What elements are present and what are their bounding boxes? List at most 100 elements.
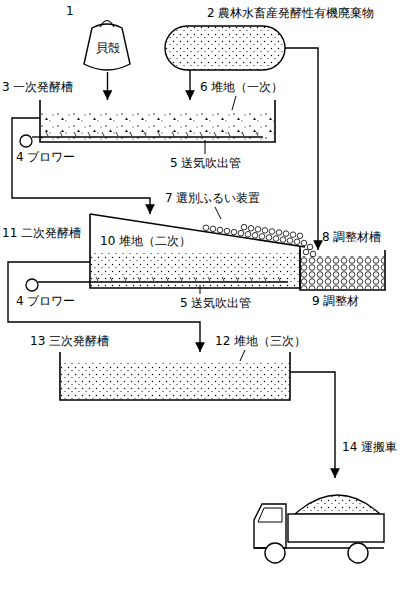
air-outlet — [144, 132, 146, 136]
node-heading: 11 二次発酵槽 — [2, 226, 81, 240]
air-outlet — [278, 277, 280, 281]
compost-heap — [91, 252, 299, 287]
truck-load — [295, 495, 380, 514]
pebble — [276, 230, 282, 236]
air-outlet — [214, 132, 216, 136]
flow-arrow — [189, 70, 190, 100]
part-label: 5 送気吹出管 — [180, 296, 251, 310]
air-outlet — [116, 132, 118, 136]
tank-wall — [60, 352, 290, 400]
pebble — [210, 226, 216, 232]
pebble — [301, 240, 307, 246]
node-outline — [165, 26, 285, 70]
compost-heap — [301, 256, 384, 289]
adjust-material-tank: 8 調整材槽 — [300, 250, 385, 290]
air-outlet — [250, 277, 252, 281]
part-label: 6 堆地（一次） — [200, 80, 283, 94]
pebble — [231, 229, 237, 235]
blower-symbol — [26, 279, 38, 291]
tank-wall — [300, 250, 385, 290]
pebble — [269, 229, 275, 235]
pebble — [224, 228, 230, 234]
tank-wall — [90, 214, 300, 288]
leader-line — [215, 207, 221, 219]
leader-line — [240, 350, 245, 361]
air-outlet — [130, 132, 132, 136]
node-heading: 3 一次発酵槽 — [2, 80, 73, 94]
blower-symbol — [20, 135, 32, 147]
air-outlet — [60, 132, 62, 136]
pebble — [245, 231, 251, 237]
truck: 14 運搬車 — [250, 478, 385, 565]
pebble — [262, 228, 268, 234]
air-outlet — [208, 277, 210, 281]
pebble — [273, 236, 279, 242]
node-heading: 2 農林水畜産発酵性有機廃棄物 — [207, 6, 374, 20]
air-outlet — [242, 132, 244, 136]
truck-bed — [288, 514, 384, 542]
pebble — [297, 233, 303, 239]
air-outlet — [194, 277, 196, 281]
node-heading: 14 運搬車 — [342, 440, 397, 454]
node-outline — [60, 352, 290, 400]
pebble — [252, 233, 258, 239]
pebble — [203, 225, 209, 231]
pebble — [310, 251, 316, 257]
sack-outline — [84, 24, 130, 70]
fermentation-tank: 11 二次発酵槽 — [90, 214, 300, 288]
pebbles — [203, 224, 316, 256]
pebble — [283, 231, 289, 237]
air-outlet — [236, 277, 238, 281]
node-outline — [300, 250, 385, 290]
air-outlet — [256, 132, 258, 136]
part-label: 7 選別ふるい装置 — [165, 191, 260, 205]
air-outlet — [74, 132, 76, 136]
part-label: 4 ブロワー — [16, 294, 75, 308]
compost-heap — [61, 362, 289, 399]
pebble — [255, 227, 261, 233]
fermentation-tank: 13 三次発酵槽 — [60, 352, 290, 400]
air-outlet — [102, 132, 104, 136]
pebble — [307, 244, 313, 250]
air-outlet — [166, 277, 168, 281]
waste-capsule: 2 農林水畜産発酵性有機廃棄物 — [165, 26, 285, 70]
shell-sack: 1貝殻 — [80, 18, 135, 72]
part-label: 12 堆地（三次） — [215, 334, 306, 348]
air-pipe — [38, 281, 90, 282]
air-pipe — [90, 281, 288, 282]
part-label: 10 堆地（二次） — [100, 234, 191, 248]
flow-arrow — [285, 48, 318, 250]
air-outlet — [124, 277, 126, 281]
compost-heap — [41, 112, 274, 141]
node-heading: 13 三次発酵槽 — [30, 334, 109, 348]
air-outlet — [96, 277, 98, 281]
air-outlet — [180, 277, 182, 281]
pebble — [290, 232, 296, 238]
node-outline — [90, 214, 300, 288]
air-outlet — [264, 277, 266, 281]
tank-wall — [40, 100, 275, 142]
air-outlet — [200, 132, 202, 136]
flow-arrow — [107, 72, 108, 100]
leader-line — [232, 96, 236, 110]
air-outlet — [88, 132, 90, 136]
pebble — [241, 224, 247, 230]
air-outlet — [172, 132, 174, 136]
truck-window — [258, 508, 282, 522]
pebble — [287, 238, 293, 244]
part-label: 5 送気吹出管 — [170, 156, 241, 170]
truck-wheel — [265, 543, 285, 563]
air-outlet — [228, 132, 230, 136]
air-outlet — [152, 277, 154, 281]
pebble — [303, 249, 309, 255]
air-outlet — [158, 132, 160, 136]
air-outlet — [46, 132, 48, 136]
part-label: 9 調整材 — [312, 294, 359, 308]
air-outlet — [222, 277, 224, 281]
air-pipe — [40, 136, 263, 137]
air-pipe — [32, 136, 40, 137]
node-heading: 8 調整材槽 — [322, 230, 381, 244]
air-outlet — [186, 132, 188, 136]
part-label: 4 ブロワー — [16, 150, 75, 164]
node-text: 貝殻 — [96, 41, 120, 55]
